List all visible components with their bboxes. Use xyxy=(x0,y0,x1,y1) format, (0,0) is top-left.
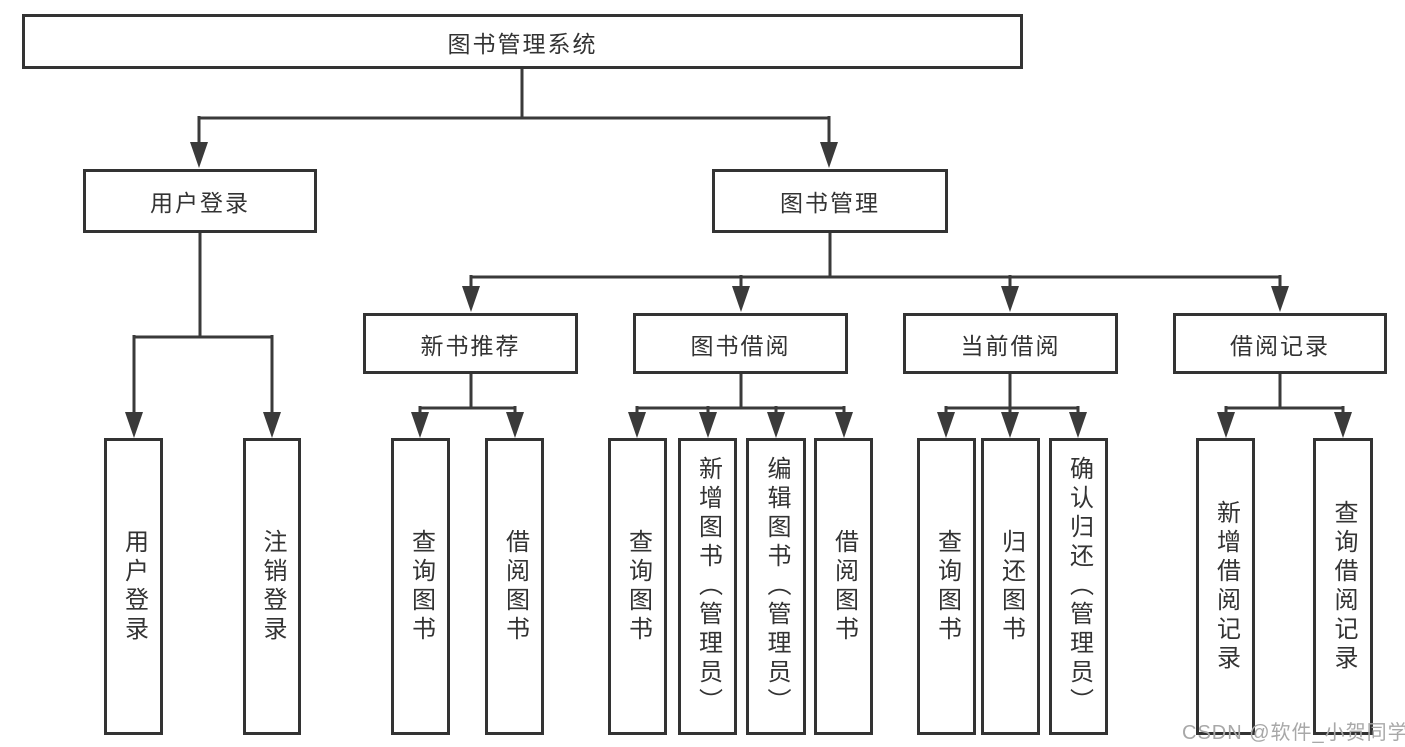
leaf-return-books: 归还图书 xyxy=(981,438,1040,735)
arrow-icon xyxy=(1001,286,1019,312)
leaf-label: 注销登录 xyxy=(259,528,286,645)
leaf-query-books-borrow: 查询图书 xyxy=(608,438,667,735)
leaf-confirm-return-admin: 确认归还（管理员） xyxy=(1049,438,1108,735)
node-borrow-records-label: 借阅记录 xyxy=(1230,332,1330,359)
node-borrow-records: 借阅记录 xyxy=(1173,313,1387,374)
arrowheads xyxy=(125,142,1352,438)
arrow-icon xyxy=(767,412,785,438)
node-root: 图书管理系统 xyxy=(22,14,1023,69)
leaf-borrow-books-recommend: 借阅图书 xyxy=(485,438,544,735)
connector-userlogin-branch xyxy=(132,233,274,420)
arrow-icon xyxy=(732,286,750,312)
leaf-label: 查询图书 xyxy=(933,528,961,645)
arrow-icon xyxy=(190,142,208,168)
arrow-icon xyxy=(628,412,646,438)
leaf-label: 查询图书 xyxy=(624,528,652,645)
leaf-query-borrow-record: 查询借阅记录 xyxy=(1313,438,1373,735)
arrow-icon xyxy=(699,412,717,438)
arrow-icon xyxy=(411,412,429,438)
leaf-add-borrow-record: 新增借阅记录 xyxy=(1196,438,1255,735)
node-new-book-recommend: 新书推荐 xyxy=(363,313,578,374)
leaf-label: 查询图书 xyxy=(407,528,435,645)
leaf-label: 用户登录 xyxy=(120,528,148,645)
connector-records-branch xyxy=(1224,374,1345,420)
arrow-icon xyxy=(1001,412,1019,438)
leaf-label: 新增图书（管理员） xyxy=(694,456,722,717)
leaf-label: 确认归还（管理员） xyxy=(1065,456,1093,717)
node-book-management-label: 图书管理 xyxy=(780,190,880,216)
leaf-add-books-admin: 新增图书（管理员） xyxy=(678,438,737,735)
arrow-icon xyxy=(835,412,853,438)
arrow-icon xyxy=(125,412,143,438)
leaf-user-login: 用户登录 xyxy=(104,438,163,735)
leaf-logout: 注销登录 xyxy=(243,438,301,735)
node-book-management: 图书管理 xyxy=(712,169,948,233)
leaf-label: 新增借阅记录 xyxy=(1212,499,1240,674)
leaf-label: 归还图书 xyxy=(997,528,1025,645)
leaf-edit-books-admin: 编辑图书（管理员） xyxy=(746,438,806,735)
leaf-label: 查询借阅记录 xyxy=(1330,499,1357,674)
leaf-query-books-recommend: 查询图书 xyxy=(391,438,450,735)
arrow-icon xyxy=(462,286,480,312)
leaf-label: 编辑图书（管理员） xyxy=(763,456,790,717)
arrow-icon xyxy=(263,412,281,438)
node-book-borrow-label: 图书借阅 xyxy=(690,332,791,359)
node-user-login: 用户登录 xyxy=(83,169,317,233)
connector-bookborrow-branch xyxy=(635,374,846,420)
node-current-borrow: 当前借阅 xyxy=(903,313,1118,374)
leaf-query-books-current: 查询图书 xyxy=(917,438,976,735)
connector-newbooks-branch xyxy=(418,374,517,420)
connector-bookmgmt-branch xyxy=(469,233,1282,295)
arrow-icon xyxy=(1334,412,1352,438)
watermark-text: CSDN @软件_小贺同学 xyxy=(1182,722,1405,744)
arrow-icon xyxy=(937,412,955,438)
arrow-icon xyxy=(1217,412,1235,438)
node-book-borrow: 图书借阅 xyxy=(633,313,848,374)
arrow-icon xyxy=(1271,286,1289,312)
node-root-label: 图书管理系统 xyxy=(447,30,598,57)
leaf-borrow-books: 借阅图书 xyxy=(814,438,873,735)
leaf-label: 借阅图书 xyxy=(830,528,858,645)
arrow-icon xyxy=(1069,412,1087,438)
arrow-icon xyxy=(820,142,838,168)
connector-root-to-level1 xyxy=(197,69,831,150)
node-current-borrow-label: 当前借阅 xyxy=(960,332,1061,359)
node-new-book-recommend-label: 新书推荐 xyxy=(420,332,521,359)
leaf-label: 借阅图书 xyxy=(501,528,529,645)
arrow-icon xyxy=(506,412,524,438)
node-user-login-label: 用户登录 xyxy=(150,190,250,216)
